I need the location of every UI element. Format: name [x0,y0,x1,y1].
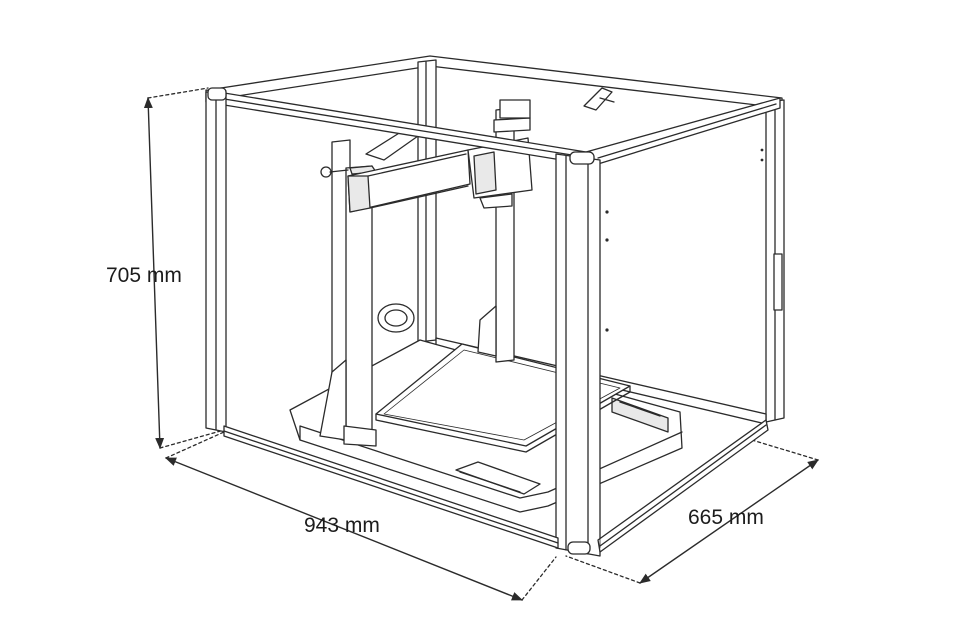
dimension-depth-line [565,439,819,584]
enclosure-front-frame [205,87,781,557]
dimension-width-line [164,431,557,601]
top-bracket-left [320,129,419,178]
x-gantry-beam [347,149,471,213]
left-z-column [319,139,377,447]
depth-dimension-label: 665 mm [688,506,764,529]
top-bracket-right [583,87,615,111]
height-dimension-label: 705 mm [106,264,182,287]
width-dimension-label: 943 mm [304,514,380,537]
dimension-height-line [143,87,225,450]
spool-holder [377,303,415,333]
